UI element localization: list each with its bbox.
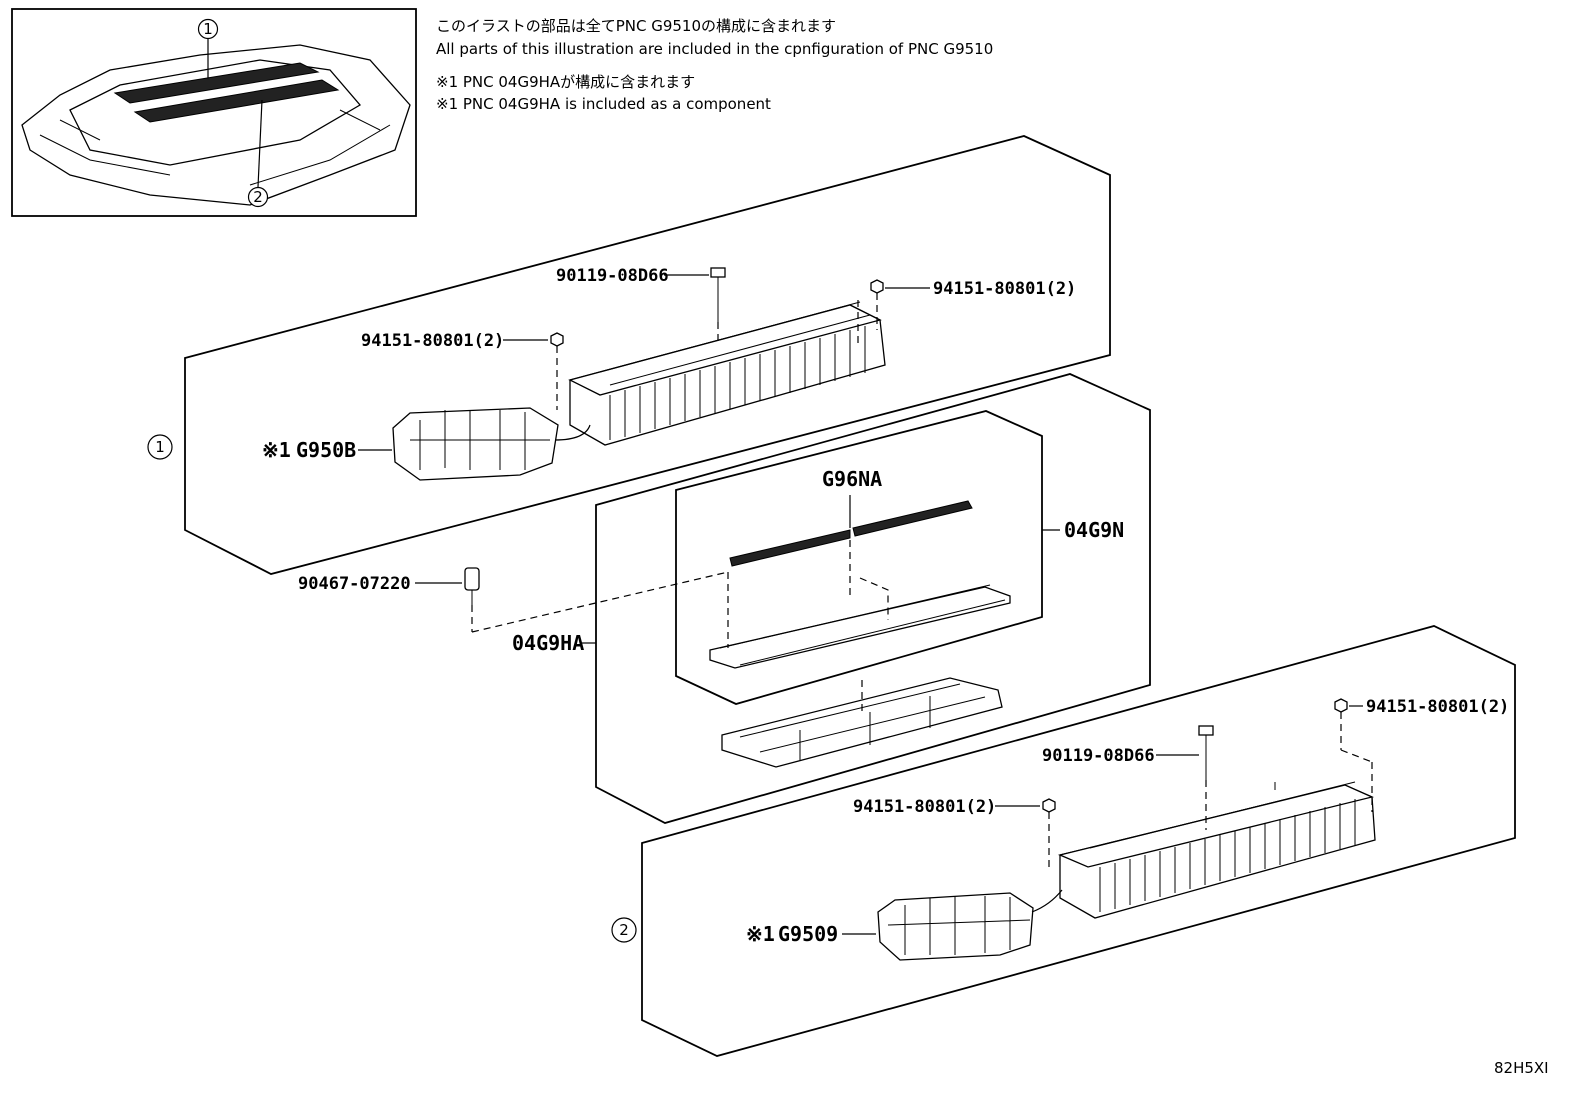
group-1-callout: 1: [155, 438, 165, 456]
label-g96na: G96NA: [822, 467, 882, 491]
label-clip: 90467-07220: [298, 574, 411, 594]
inset-callout-1: 1: [203, 20, 213, 38]
nut-bottom-left: [1042, 798, 1056, 870]
battery-stack-top: [568, 301, 886, 446]
label-bolt-top: 90119-08D66: [556, 266, 669, 286]
note-en-1: All parts of this illustration are inclu…: [436, 40, 993, 58]
label-nut-bottom-left: 94151-80801(2): [853, 797, 996, 817]
assembly-04g9ha: G96NA 04G9N 04G9HA: [512, 373, 1151, 824]
note-en-2: ※1 PNC 04G9HA is included as a component: [436, 95, 771, 113]
label-bolt-bottom: 90119-08D66: [1042, 746, 1155, 766]
notes-block: このイラストの部品は全てPNC G9510の構成に含まれます All parts…: [436, 17, 993, 113]
bolt-top: [710, 267, 726, 345]
label-ecu-bottom: G9509: [778, 922, 838, 946]
label-nut-top-right: 94151-80801(2): [933, 279, 1076, 299]
group-1-battery-module: 1 90119-08D66 94151-80801(2): [147, 135, 1111, 575]
nut-top-right: [857, 279, 884, 345]
note-jp-1: このイラストの部品は全てPNC G9510の構成に含まれます: [436, 17, 836, 35]
g96na-strip: [729, 500, 973, 567]
bolt-bottom: [1198, 725, 1214, 830]
inset-callout-2: 2: [253, 188, 263, 206]
note-jp-2: ※1 PNC 04G9HAが構成に含まれます: [436, 73, 695, 91]
nut-bottom-right: [1334, 698, 1373, 812]
label-ecu-top: G950B: [296, 438, 356, 462]
seal-frame: [709, 540, 1011, 669]
group-2-battery-module: 2 90119-08D66 94151-80801(2): [611, 625, 1516, 1057]
ecu-top: [392, 407, 591, 481]
label-04g9n: 04G9N: [1064, 518, 1124, 542]
group-2-callout: 2: [619, 921, 629, 939]
air-duct: [721, 677, 1003, 768]
nut-top-left: [550, 332, 564, 410]
ecu-bottom: [877, 889, 1063, 961]
inset-overview: 1 2: [11, 8, 417, 217]
label-ecu-top-mark: ※1: [262, 438, 291, 462]
battery-stack-bottom: [1057, 781, 1376, 919]
label-nut-bottom-right: 94151-80801(2): [1366, 697, 1509, 717]
clip-part: [464, 567, 729, 633]
label-04g9ha: 04G9HA: [512, 631, 584, 655]
label-ecu-bottom-mark: ※1: [746, 922, 775, 946]
label-nut-top-left: 94151-80801(2): [361, 331, 504, 351]
figure-code: 82H5XI: [1494, 1059, 1549, 1077]
